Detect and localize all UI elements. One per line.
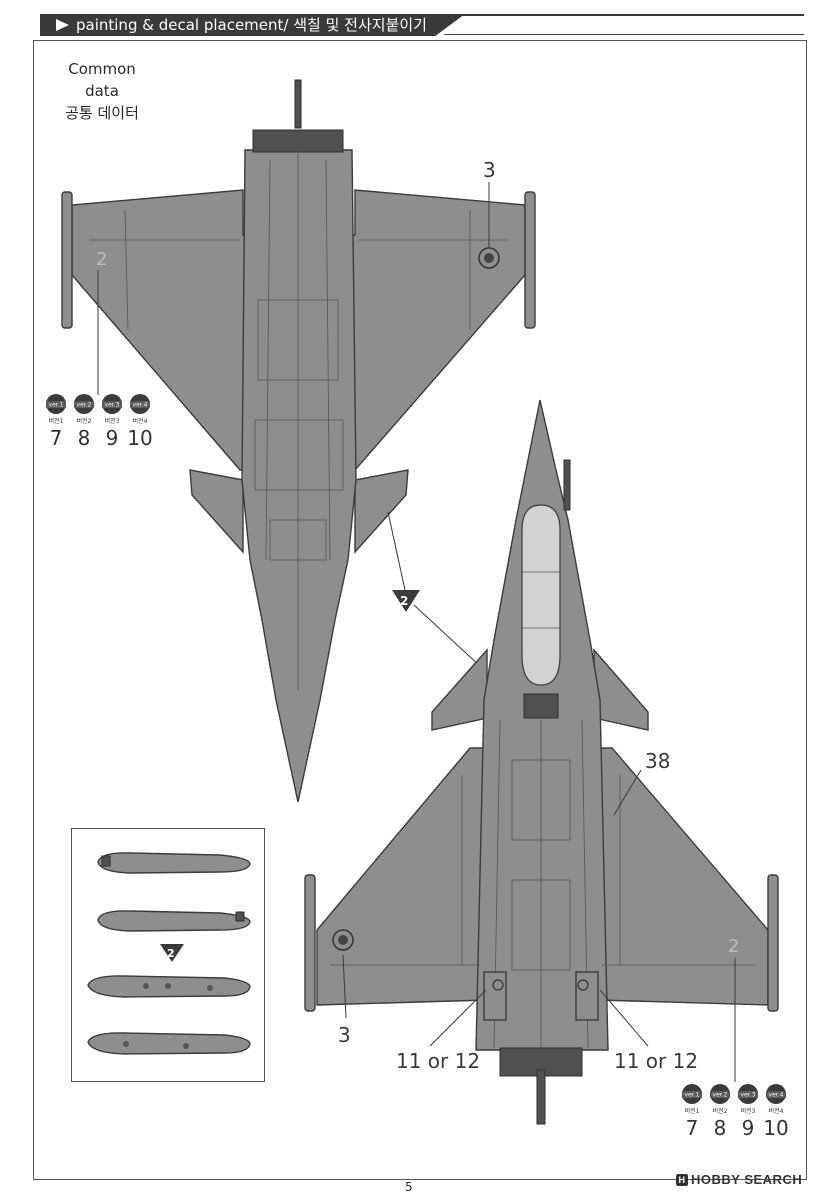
inset-step-number: 2 [167,947,175,960]
left-version-number-4: 10 [127,426,152,450]
step-number: 2 [400,594,408,608]
tail-marking-right [575,971,599,1021]
watermark-icon: H [676,1174,688,1186]
header-rule-lower [444,34,804,35]
right-badge-label-1: 버전1 [685,1107,700,1115]
aircraft-bottom-view: 2 3 38 11 or 12 11 or 12 [304,399,779,1125]
refuel-probe-top [294,79,302,129]
top-fuselage [241,149,357,803]
inset-step-marker [160,944,184,962]
bottom-wing-code: 2 [728,936,739,957]
left-badge-text-2: ver.2 [77,402,92,409]
left-badge-text-4: ver.4 [133,402,148,409]
left-badge-label-3: 버전3 [105,417,120,425]
header-rule [458,14,804,16]
right-badge-label-4: 버전4 [769,1107,784,1115]
bottom-tailcone [536,1069,546,1125]
right-version-number-4: 10 [763,1116,788,1140]
top-roundel-callout: 3 [483,158,496,182]
top-canard-right [354,469,409,554]
top-wing-code: 2 [96,249,107,270]
left-version-number-1: 7 [50,426,63,450]
header-arrow-icon [56,19,69,31]
top-wingtip-right [524,191,536,329]
right-badge-text-3: ver.3 [741,1092,756,1099]
tail-callout-left: 11 or 12 [396,1049,480,1073]
canopy [521,504,561,686]
right-badge-label-2: 버전2 [713,1107,728,1115]
bottom-wingtip-right [767,874,779,1012]
drop-tank-inset [71,828,265,1082]
tank-1 [97,852,251,874]
tail-marking-left [483,971,507,1021]
left-version-number-2: 8 [78,426,91,450]
bottom-wingtip-left [304,874,316,1012]
top-canard-left [189,469,244,554]
aircraft-top-view: 2 3 [61,79,536,803]
left-badge-text-3: ver.3 [105,402,120,409]
tank-2 [97,910,251,932]
right-version-number-2: 8 [714,1116,727,1140]
right-badge-text-2: ver.2 [713,1092,728,1099]
top-wingtip-left [61,191,73,329]
left-badge-label-2: 버전2 [77,417,92,425]
bottom-roundel-callout: 3 [338,1023,351,1047]
tail-callout-right: 11 or 12 [614,1049,698,1073]
common-data-ko: 공통 데이터 [65,104,139,122]
right-badge-text-1: ver.1 [685,1092,700,1099]
cockpit-hatch [523,693,559,719]
bottom-canard-left [431,648,488,731]
page-title: painting & decal placement/ 색칠 및 전사지붙이기 [76,16,427,34]
bottom-canard-right [593,648,649,731]
common-data-en: Common data [68,60,136,100]
step-marker: 2 [392,590,420,612]
common-data-label: Common data 공통 데이터 [52,58,152,124]
instruction-frame [33,40,807,1180]
right-badge-label-3: 버전3 [741,1107,756,1115]
left-badge-label-4: 버전4 [133,417,148,425]
bottom-refuel-probe [563,459,571,511]
wing-mark-callout: 38 [645,749,670,773]
header-band [40,14,465,36]
right-version-number-1: 7 [686,1116,699,1140]
inset-drop-tanks: 2 [87,852,251,1055]
right-version-number-3: 9 [742,1116,755,1140]
left-badge-label-1: 버전1 [49,417,64,425]
watermark-text: HOBBY SEARCH [691,1172,803,1187]
page-number: 5 [405,1180,413,1194]
right-badge-text-4: ver.4 [769,1092,784,1099]
left-version-number-3: 9 [106,426,119,450]
left-badge-text-1: ver.1 [49,402,64,409]
tank-4 [87,1032,251,1055]
